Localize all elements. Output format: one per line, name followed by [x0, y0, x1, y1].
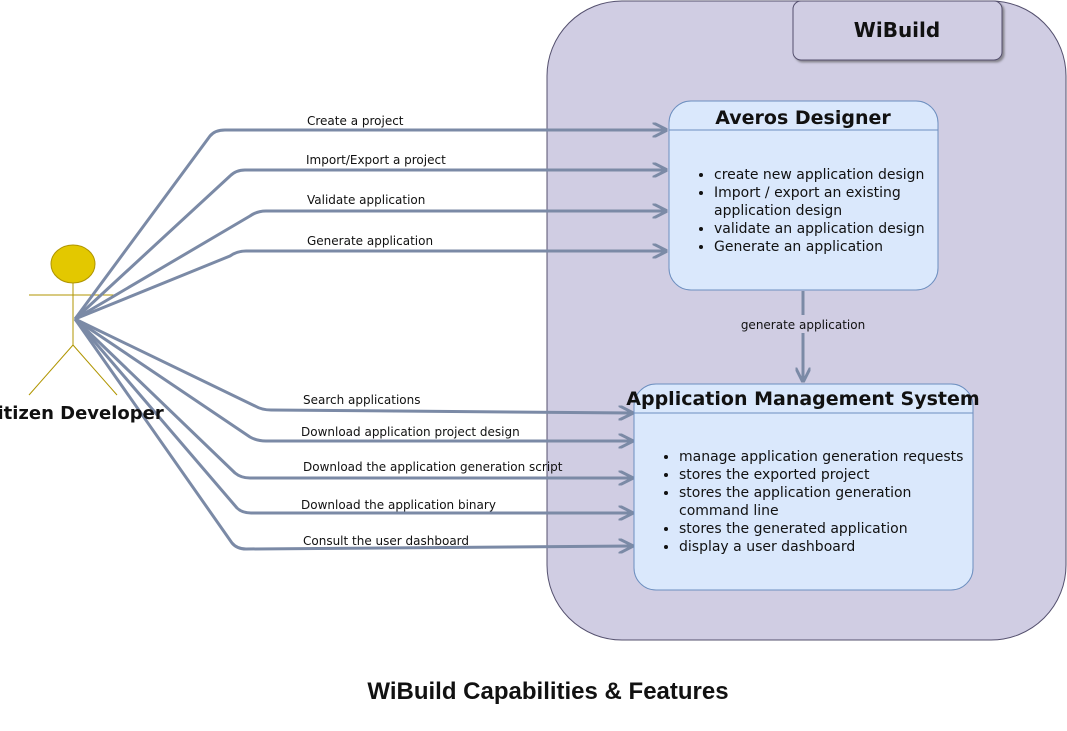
wibuild-title: WiBuild — [854, 18, 940, 42]
edge-label-download-design: Download application project design — [301, 425, 520, 439]
averos-feature-item: Import / export an existing application … — [714, 184, 944, 220]
averos-feature-item: Generate an application — [714, 238, 944, 256]
edge-label-create-project: Create a project — [307, 114, 404, 128]
edge-download-script — [73, 317, 632, 478]
ams-title: Application Management System — [626, 388, 979, 410]
citizen-developer-label: Citizen Developer — [0, 403, 164, 424]
ams-feature-item: stores the application generation comman… — [679, 484, 974, 520]
edge-consult-dashboard — [73, 318, 632, 549]
edge-label-validate: Validate application — [307, 193, 425, 207]
ams-feature-item: stores the generated application — [679, 520, 974, 538]
ams-feature-list: manage application generation requests s… — [634, 448, 974, 556]
averos-feature-list: create new application design Import / e… — [669, 166, 944, 256]
generate-application-label: generate application — [741, 318, 865, 332]
averos-designer-title: Averos Designer — [715, 107, 891, 129]
citizen-developer-actor — [28, 244, 118, 396]
actor-head — [50, 244, 96, 284]
ams-panel — [633, 383, 974, 591]
edge-label-download-script: Download the application generation scri… — [303, 460, 563, 474]
generate-application-label-bg — [746, 315, 860, 333]
ams-feature-item: stores the exported project — [679, 466, 974, 484]
edge-create-project — [73, 130, 666, 320]
figure-caption: WiBuild Capabilities & Features — [367, 678, 728, 705]
edge-generate — [74, 251, 666, 321]
edge-search — [74, 317, 632, 413]
edge-validate — [74, 211, 666, 321]
edge-label-consult-dashboard: Consult the user dashboard — [303, 534, 469, 548]
edge-label-import-export: Import/Export a project — [306, 153, 446, 167]
edge-download-binary — [73, 318, 632, 513]
actor-right-leg — [72, 344, 118, 396]
edge-label-generate: Generate application — [307, 234, 433, 248]
actor-left-leg — [28, 344, 74, 396]
ams-feature-item: display a user dashboard — [679, 538, 974, 556]
wibuild-title-box — [792, 0, 1003, 61]
ams-feature-item: manage application generation requests — [679, 448, 974, 466]
edge-download-design — [74, 317, 632, 441]
edge-label-download-binary: Download the application binary — [301, 498, 496, 512]
edge-label-search: Search applications — [303, 393, 421, 407]
averos-feature-item: create new application design — [714, 166, 944, 184]
averos-designer-panel — [668, 100, 939, 291]
edge-import-export — [73, 170, 666, 321]
averos-feature-item: validate an application design — [714, 220, 944, 238]
